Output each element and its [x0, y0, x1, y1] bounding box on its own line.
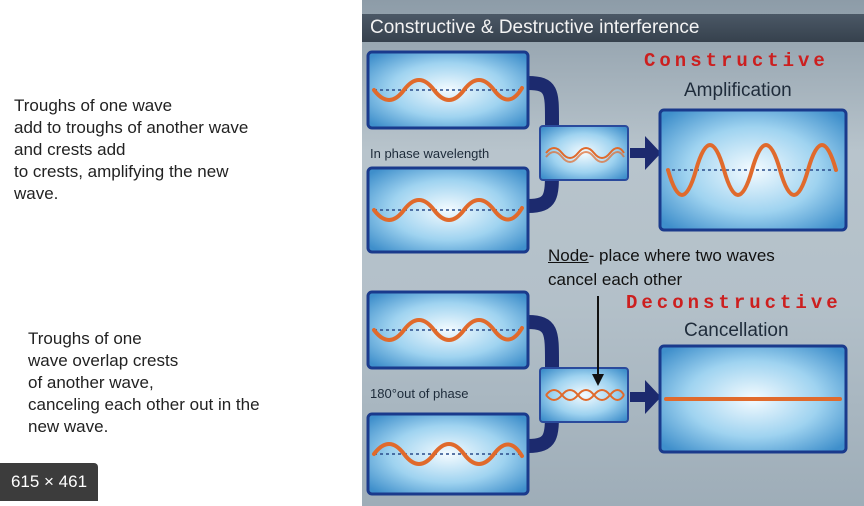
combiner-box-bottom: [539, 367, 629, 423]
diagram-graphics: [366, 50, 848, 496]
in-phase-label: In phase wavelength: [370, 146, 490, 161]
amplification-label: Amplification: [684, 80, 792, 101]
explanation-line: Troughs of one: [28, 329, 142, 348]
wave-amplified: [666, 143, 838, 197]
interference-diagram: Constructive & Destructive interference: [362, 0, 864, 506]
mini-wave-out-of-phase-a: [545, 389, 625, 401]
connector-bottom-upper: [527, 315, 559, 374]
explanation-line: new wave.: [28, 417, 109, 436]
wave-top-1: [372, 78, 524, 102]
node-annotation: Node- place where two waves cancel each …: [548, 244, 775, 292]
wave-bottom-1: [372, 318, 524, 342]
connector-top-upper: [527, 76, 559, 132]
out-of-phase-label: 180°out of phase: [370, 386, 469, 401]
explanation-line: wave overlap crests: [28, 351, 179, 370]
node-term: Node: [548, 246, 589, 265]
explanation-line: to crests, amplifying the new: [14, 162, 229, 181]
explanation-line: add to troughs of another wave: [14, 118, 249, 137]
constructive-explanation: Troughs of one wave add to troughs of an…: [14, 95, 248, 205]
wave-bottom-2: [372, 442, 524, 466]
image-size-badge: 615 × 461: [0, 463, 98, 501]
node-definition-line2: cancel each other: [548, 270, 683, 289]
mini-wave-in-phase-b: [545, 151, 625, 163]
wave-top-2: [372, 198, 524, 222]
node-definition: - place where two waves: [588, 246, 775, 265]
arrow-destructive: [630, 380, 661, 414]
diagram-title: Constructive & Destructive interference: [362, 14, 864, 42]
explanation-line: Troughs of one wave: [14, 96, 173, 115]
explanation-line: canceling each other out in the: [28, 395, 260, 414]
mini-wave-out-of-phase-b: [545, 389, 625, 401]
constructive-label: Constructive: [644, 50, 829, 72]
cancellation-label: Cancellation: [684, 320, 789, 341]
mini-wave-in-phase-a: [545, 147, 625, 159]
explanation-line: wave.: [14, 184, 59, 203]
destructive-label: Deconstructive: [626, 292, 842, 314]
arrow-constructive: [630, 136, 661, 170]
destructive-explanation: Troughs of one wave overlap crests of an…: [28, 328, 260, 438]
explanation-line: of another wave,: [28, 373, 154, 392]
node-arrow-head: [592, 374, 604, 386]
explanation-line: and crests add: [14, 140, 126, 159]
